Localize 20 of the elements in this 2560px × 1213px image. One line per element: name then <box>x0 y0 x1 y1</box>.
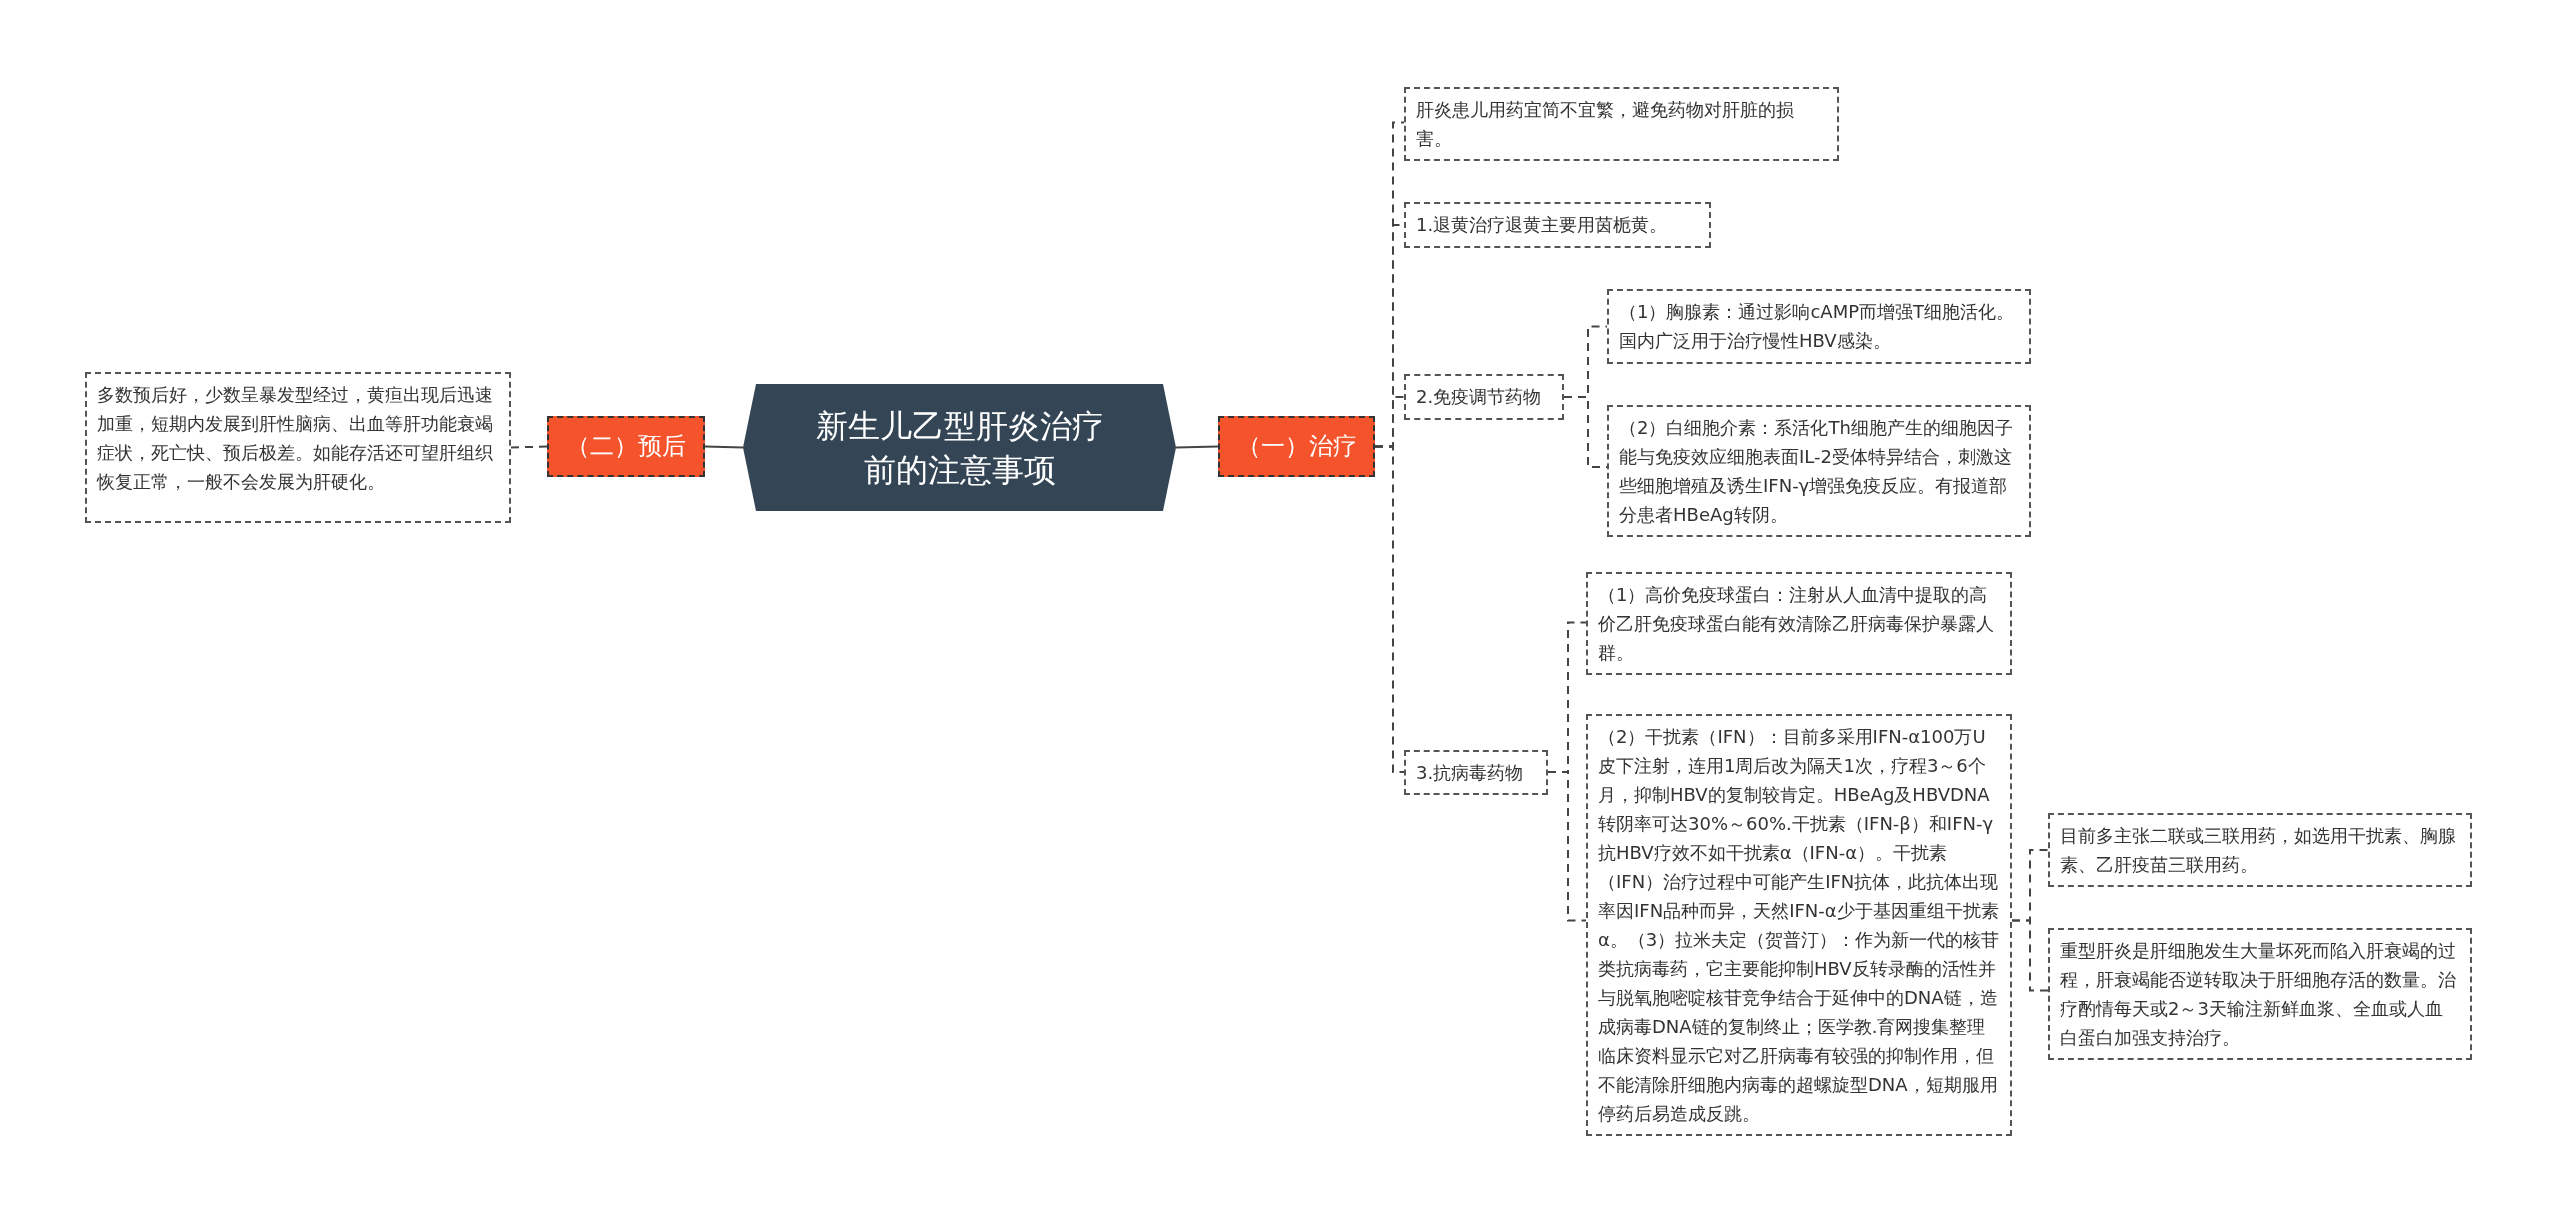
branch-topic: （一）治疗 <box>1218 416 1375 477</box>
topic-box: （1）高价免疫球蛋白：注射从人血清中提取的高价乙肝免疫球蛋白能有效清除乙肝病毒保护暴露人群。 <box>1586 572 2012 675</box>
connector <box>510 445 548 449</box>
connector <box>704 445 744 449</box>
topic-box: 3.抗病毒药物 <box>1404 750 1548 795</box>
connector <box>1175 445 1219 449</box>
connector <box>1547 771 1587 922</box>
topic-box: 肝炎患儿用药宜简不宜繁，避免药物对肝脏的损害。 <box>1404 87 1839 161</box>
topic-box: 2.免疫调节药物 <box>1404 374 1564 420</box>
central-topic: 新生儿乙型肝炎治疗前的注意事项 <box>743 384 1176 511</box>
branch-topic: （二）预后 <box>547 416 705 477</box>
topic-box: （1）胸腺素：通过影响cAMP而增强T细胞活化。国内广泛用于治疗慢性HBV感染。 <box>1607 289 2031 364</box>
topic-box: （2）白细胞介素：系活化Th细胞产生的细胞因子能与免疫效应细胞表面IL-2受体特异结合，刺激这些细胞增殖及诱生IFN-γ增强免疫反应。有报道部分患者HBeAg转阴。 <box>1607 405 2031 537</box>
topic-box: 目前多主张二联或三联用药，如选用干扰素、胸腺素、乙肝疫苗三联用药。 <box>2048 813 2472 887</box>
topic-box: （2）干扰素（IFN）：目前多采用IFN-α100万U皮下注射，连用1周后改为隔天1次，疗程3～6个月，抑制HBV的复制较肯定。HBeAg及HBVDNA转阴率可达30%～60%.干扰素（IFN-β）和IFN-γ抗HBV疗效不如干扰素α（IFN-α）。干扰素（IFN）治疗过程中可能产生IFN抗体，此抗体出现率因IFN品种而异，天然IFN-α少于基因重组干扰素α。（3）拉米夫定（贺普汀）：作为新一代的核苷类抗病毒药，它主要能抑制HBV反转录酶的活性并与脱氧胞嘧啶核苷竞争结合于延伸中的DNA链，造成病毒DNA链的复制终止；医学教.育网搜集整理临床资料显示它对乙肝病毒有较强的抑制作用，但不能清除肝细胞内病毒的超螺旋型DNA，短期服用停药后易造成反跳。 <box>1586 714 2012 1136</box>
topic-box: 重型肝炎是肝细胞发生大量坏死而陷入肝衰竭的过程，肝衰竭能否逆转取决于肝细胞存活的数量。治疗酌情每天或2～3天输注新鲜血浆、全血或人血白蛋白加强支持治疗。 <box>2048 928 2472 1060</box>
connector <box>2011 919 2049 992</box>
topic-box: 1.退黄治疗退黄主要用茵栀黄。 <box>1404 202 1711 248</box>
topic-box: 多数预后好，少数呈暴发型经过，黄疸出现后迅速加重，短期内发展到肝性脑病、出血等肝功能衰竭症状，死亡快、预后极差。如能存活还可望肝组织恢复正常，一般不会发展为肝硬化。 <box>85 372 511 523</box>
connector <box>1374 445 1405 773</box>
